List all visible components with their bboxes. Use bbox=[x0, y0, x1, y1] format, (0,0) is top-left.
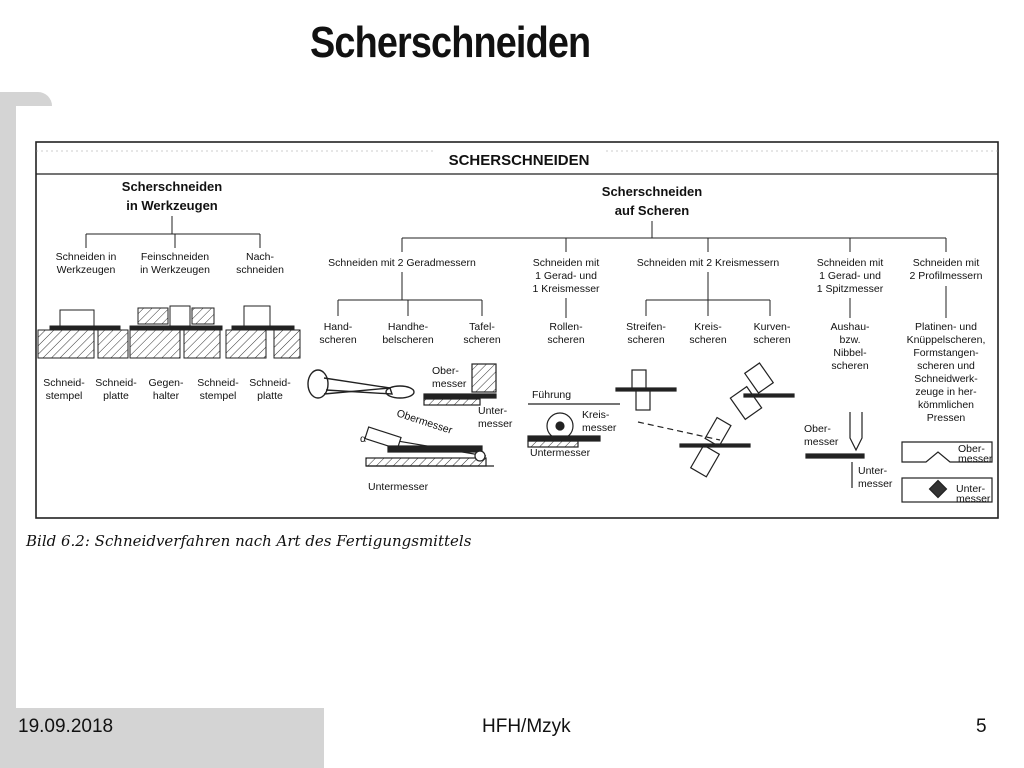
classification-diagram: SCHERSCHNEIDEN Scherschneiden in Werkzeu… bbox=[25, 141, 999, 550]
method-profil-1: Schneiden mit bbox=[913, 257, 980, 269]
part-gegenhalter-b: halter bbox=[153, 390, 180, 402]
method-profil-2: 2 Profilmessern bbox=[910, 270, 983, 282]
sketch-tafelschere bbox=[423, 363, 497, 406]
label-untermesser-rollen: Untermesser bbox=[530, 447, 591, 459]
right-group-title-1: Scherschneiden bbox=[602, 184, 702, 199]
label-alpha: α bbox=[360, 433, 366, 445]
method-gerad-spitz-2: 1 Gerad- und bbox=[819, 270, 881, 282]
sub-profil-8: Pressen bbox=[927, 412, 966, 424]
sub-handscheren-2: scheren bbox=[319, 334, 357, 346]
sub-handhebelscheren-1: Handhe- bbox=[388, 321, 429, 333]
footer-accent-bar bbox=[0, 708, 324, 768]
method-schneiden-werkzeug-1: Schneiden in bbox=[56, 251, 117, 263]
method-2-geradmesser: Schneiden mit 2 Geradmessern bbox=[328, 257, 476, 269]
sub-profil-1: Platinen- und bbox=[915, 321, 977, 333]
method-feinschneiden-1: Feinschneiden bbox=[141, 251, 209, 263]
method-gerad-kreis-3: 1 Kreismesser bbox=[532, 283, 600, 295]
part-schneidstempel-2a: Schneid- bbox=[197, 377, 239, 389]
label-untermesser-tafel-1: Unter- bbox=[478, 405, 508, 417]
sketch-schneiden-werkzeug bbox=[37, 309, 129, 359]
label-untermesser-hebel: Untermesser bbox=[368, 481, 429, 493]
method-feinschneiden-2: in Werkzeugen bbox=[140, 264, 210, 276]
part-schneidstempel-1b: stempel bbox=[46, 390, 83, 402]
method-gerad-spitz-3: 1 Spitzmesser bbox=[817, 283, 884, 295]
sketch-nachschneiden bbox=[225, 305, 301, 359]
sub-profil-7: kömmlichen bbox=[918, 399, 974, 411]
label-obermesser-tafel-1: Ober- bbox=[432, 365, 459, 377]
method-nachschneiden-1: Nach- bbox=[246, 251, 275, 263]
left-accent-bar bbox=[0, 96, 16, 708]
part-schneidplatte-2a: Schneid- bbox=[249, 377, 291, 389]
left-tree-lines bbox=[85, 216, 261, 248]
part-schneidplatte-1a: Schneid- bbox=[95, 377, 137, 389]
footer-page-number: 5 bbox=[976, 716, 987, 737]
sub-rollenscheren-2: scheren bbox=[547, 334, 585, 346]
right-group-title-2: auf Scheren bbox=[615, 203, 689, 218]
sub-rollenscheren-1: Rollen- bbox=[549, 321, 583, 333]
sketch-handhebelschere bbox=[364, 426, 494, 467]
sub-kreisscheren-2: scheren bbox=[689, 334, 727, 346]
sub-kurvenscheren-1: Kurven- bbox=[754, 321, 791, 333]
part-gegenhalter-a: Gegen- bbox=[148, 377, 184, 389]
sketch-handschere bbox=[307, 369, 415, 399]
sketch-feinschneiden bbox=[129, 305, 223, 359]
figure-caption: Bild 6.2: Schneidverfahren nach Art des … bbox=[25, 532, 472, 550]
sub-profil-2: Knüppelscheren, bbox=[907, 334, 986, 346]
sub-handscheren-1: Hand- bbox=[324, 321, 353, 333]
diagram-frame bbox=[35, 141, 999, 519]
sketch-nibbelschere bbox=[805, 412, 865, 488]
label-spitz-untermesser-1: Unter- bbox=[858, 465, 888, 477]
sub-aushau-3: Nibbel- bbox=[833, 347, 867, 359]
diagram-header: SCHERSCHNEIDEN bbox=[449, 152, 590, 169]
left-group-title-1: Scherschneiden bbox=[122, 179, 222, 194]
sub-handhebelscheren-2: belscheren bbox=[382, 334, 434, 346]
right-tree-lines bbox=[337, 221, 947, 318]
sub-profil-4: scheren und bbox=[917, 360, 975, 372]
sub-kreisscheren-1: Kreis- bbox=[694, 321, 722, 333]
label-spitz-untermesser-2: messer bbox=[858, 478, 893, 490]
label-profil-untermesser-1: Unter- bbox=[956, 483, 986, 495]
part-schneidstempel-2b: stempel bbox=[200, 390, 237, 402]
label-untermesser-tafel-2: messer bbox=[478, 418, 513, 430]
sub-tafelscheren-2: scheren bbox=[463, 334, 501, 346]
part-schneidplatte-2b: platte bbox=[257, 390, 283, 402]
footer-date: 19.09.2018 bbox=[18, 716, 114, 737]
sub-streifenscheren-1: Streifen- bbox=[626, 321, 666, 333]
sub-profil-5: Schneidwerk- bbox=[914, 373, 978, 385]
sub-profil-3: Formstangen- bbox=[913, 347, 979, 359]
label-fuehrung: Führung bbox=[532, 389, 571, 401]
label-kreismesser-2: messer bbox=[582, 422, 617, 434]
label-profil-obermesser-1: Ober- bbox=[958, 443, 985, 455]
sub-aushau-4: scheren bbox=[831, 360, 869, 372]
scan-figure: SCHERSCHNEIDEN Scherschneiden in Werkzeu… bbox=[20, 126, 1024, 586]
method-schneiden-werkzeug-2: Werkzeugen bbox=[57, 264, 116, 276]
header-label-bg bbox=[435, 148, 603, 170]
sub-streifenscheren-2: scheren bbox=[627, 334, 665, 346]
sketch-rollenschere bbox=[527, 403, 620, 448]
label-obermesser-tafel-2: messer bbox=[432, 378, 467, 390]
left-group-title-2: in Werkzeugen bbox=[126, 198, 218, 213]
method-gerad-spitz-1: Schneiden mit bbox=[817, 257, 884, 269]
footer-author: HFH/Mzyk bbox=[482, 716, 571, 737]
sub-kurvenscheren-2: scheren bbox=[753, 334, 791, 346]
sub-aushau-2: bzw. bbox=[839, 334, 860, 346]
label-profil-untermesser-2: messer bbox=[956, 493, 991, 505]
slide-title: Scherschneiden bbox=[310, 18, 591, 67]
sub-aushau-1: Aushau- bbox=[830, 321, 870, 333]
label-spitz-obermesser-2: messer bbox=[804, 436, 839, 448]
sub-tafelscheren-1: Tafel- bbox=[469, 321, 495, 333]
label-obermesser-diag: Obermesser bbox=[395, 407, 454, 436]
method-gerad-kreis-1: Schneiden mit bbox=[533, 257, 600, 269]
method-nachschneiden-2: schneiden bbox=[236, 264, 284, 276]
part-schneidstempel-1a: Schneid- bbox=[43, 377, 85, 389]
method-gerad-kreis-2: 1 Gerad- und bbox=[535, 270, 597, 282]
label-kreismesser-1: Kreis- bbox=[582, 409, 610, 421]
label-spitz-obermesser-1: Ober- bbox=[804, 423, 831, 435]
sub-profil-6: zeuge in her- bbox=[915, 386, 977, 398]
label-profil-obermesser-2: messer bbox=[958, 453, 993, 465]
sketch-profilmesser bbox=[901, 441, 993, 503]
part-schneidplatte-1b: platte bbox=[103, 390, 129, 402]
method-2-kreismesser: Schneiden mit 2 Kreismessern bbox=[637, 257, 780, 269]
sketch-kreisscheren bbox=[615, 362, 795, 478]
